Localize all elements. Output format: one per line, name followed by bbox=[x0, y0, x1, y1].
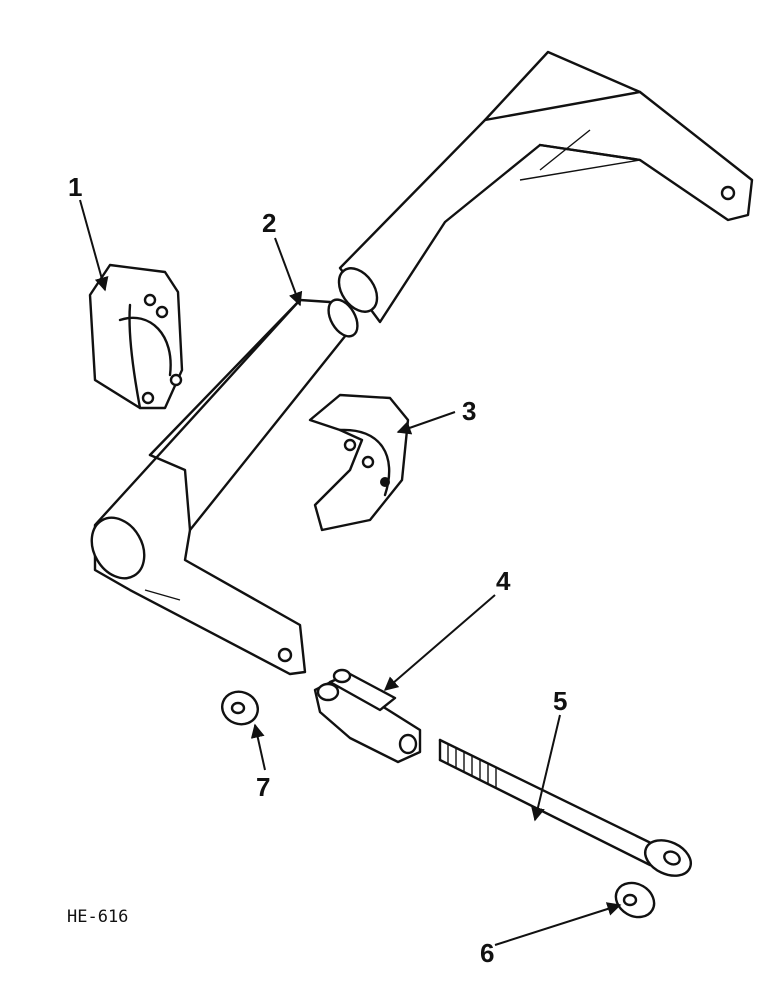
bushing-7 bbox=[221, 690, 259, 726]
callout-3: 3 bbox=[462, 396, 476, 426]
leader-lines bbox=[79, 199, 622, 946]
callout-5: 5 bbox=[553, 686, 567, 716]
callout-6: 6 bbox=[480, 938, 494, 968]
rockshaft-tube bbox=[90, 298, 359, 676]
threaded-rod-5 bbox=[438, 738, 692, 877]
callout-2: 2 bbox=[262, 208, 276, 238]
clamp-half-3 bbox=[308, 393, 410, 532]
callout-7: 7 bbox=[256, 772, 270, 802]
drawing-code: HE-616 bbox=[67, 907, 128, 927]
bushing-6 bbox=[614, 881, 656, 919]
callout-4: 4 bbox=[496, 566, 511, 596]
clamp-half-1 bbox=[88, 263, 184, 410]
clevis-yoke-4 bbox=[313, 668, 422, 764]
upper-rockshaft-arm bbox=[337, 50, 754, 324]
callout-1: 1 bbox=[68, 172, 82, 202]
